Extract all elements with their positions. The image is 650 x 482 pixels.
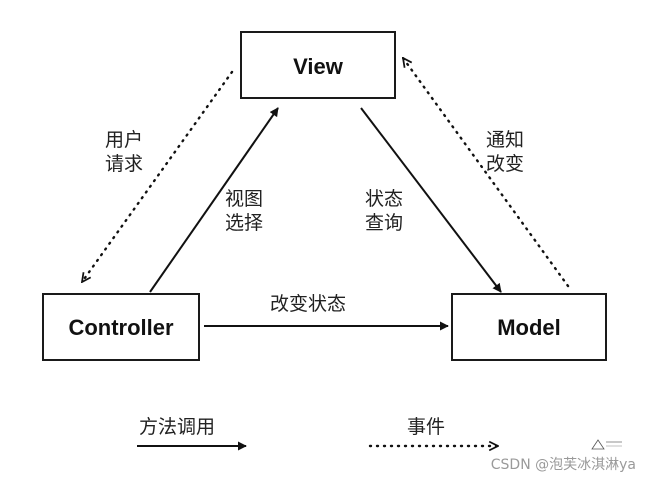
view-node: View bbox=[240, 31, 396, 99]
label-notify-change-2: 改变 bbox=[486, 153, 524, 175]
label-view-select-1: 视图 bbox=[225, 188, 263, 210]
arrow-view-to-model bbox=[360, 107, 502, 293]
view-box bbox=[240, 31, 396, 99]
label-change-state: 改变状态 bbox=[270, 293, 346, 315]
label-user-request-2: 请求 bbox=[105, 153, 143, 175]
arrow-controller-to-view bbox=[149, 107, 279, 293]
controller-label: Controller bbox=[68, 315, 174, 340]
legend: 方法调用 事件 bbox=[137, 416, 500, 446]
label-view-select-2: 选择 bbox=[225, 212, 263, 234]
watermark-logo bbox=[590, 438, 624, 450]
controller-box bbox=[42, 293, 200, 361]
legend-event-label: 事件 bbox=[407, 416, 445, 438]
arrow-view-to-controller bbox=[80, 70, 234, 282]
controller-node: Controller bbox=[42, 293, 200, 361]
model-node: Model bbox=[451, 293, 607, 361]
label-state-query-2: 查询 bbox=[365, 212, 403, 234]
model-label: Model bbox=[497, 315, 561, 340]
arrow-model-to-view bbox=[401, 58, 570, 288]
watermark-text: CSDN @泡芙冰淇淋ya bbox=[491, 456, 636, 473]
label-notify-change-1: 通知 bbox=[486, 129, 524, 151]
legend-method-call-label: 方法调用 bbox=[139, 416, 215, 438]
label-state-query-1: 状态 bbox=[365, 188, 403, 210]
label-user-request-1: 用户 bbox=[105, 129, 143, 151]
model-box bbox=[451, 293, 607, 361]
view-label: View bbox=[293, 54, 344, 79]
